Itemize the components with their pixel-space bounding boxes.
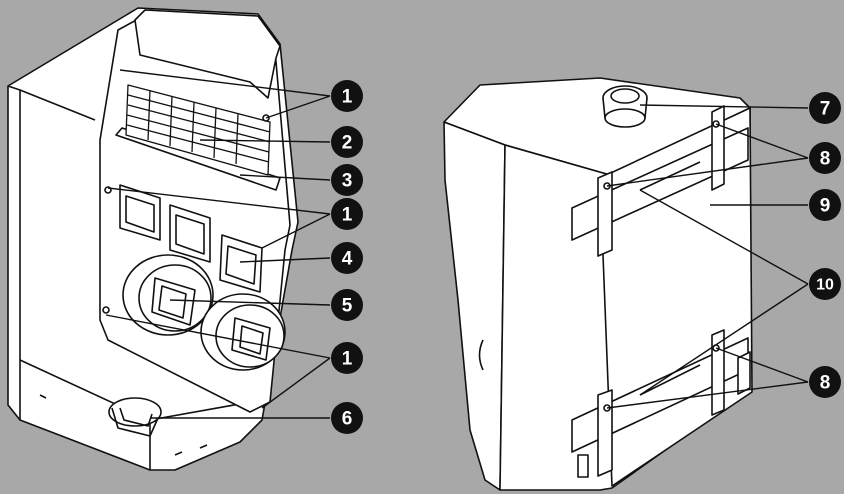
leader-5 [169, 299, 331, 306]
vent-grille [125, 84, 271, 176]
callout-8b: 8 [809, 366, 841, 398]
callout-7-label: 7 [820, 99, 831, 120]
front-enclosure-side-edge [7, 85, 96, 420]
back-slot-upper [639, 161, 701, 191]
callout-5: 5 [331, 289, 363, 321]
rear-enclosure-unit [443, 77, 753, 491]
top-cable-gland [602, 85, 648, 128]
callout-9-label: 9 [820, 196, 831, 217]
socket-left [122, 254, 214, 336]
leader-1a [119, 69, 331, 119]
callout-1c-label: 1 [342, 349, 353, 370]
callout-6: 6 [331, 402, 363, 434]
panel-screw-low [102, 306, 110, 314]
upper-mounting-bracket [571, 105, 749, 257]
rear-left-bump [478, 339, 484, 371]
callout-8a: 8 [809, 142, 841, 174]
callout-4: 4 [331, 242, 363, 274]
callout-8a-label: 8 [820, 149, 831, 170]
leader-8b [606, 347, 809, 409]
callout-1b-label: 1 [342, 205, 353, 226]
leader-2 [199, 139, 331, 143]
bottom-notches [39, 394, 208, 456]
rear-enclosure-left-side [443, 121, 506, 491]
callout-1a-label: 1 [342, 87, 353, 108]
back-slot-lower [639, 364, 701, 396]
callout-8b-label: 8 [820, 373, 831, 394]
callout-3-label: 3 [342, 171, 353, 192]
callout-2-label: 2 [342, 133, 353, 154]
callout-7: 7 [809, 92, 841, 124]
rear-small-window [577, 454, 589, 478]
callout-2: 2 [331, 126, 363, 158]
callout-5-label: 5 [342, 296, 353, 317]
callout-10: 10 [809, 268, 841, 300]
leader-4 [239, 257, 331, 263]
callout-10-label: 10 [816, 277, 834, 294]
leader-1c [105, 314, 331, 409]
callout-1a: 1 [331, 80, 363, 112]
callout-6-label: 6 [342, 409, 353, 430]
leader-10 [639, 189, 809, 396]
front-enclosure-unit [7, 7, 299, 471]
socket-right [200, 293, 286, 371]
leader-8a [606, 123, 809, 187]
leader-7 [639, 104, 809, 109]
callout-3: 3 [331, 164, 363, 196]
rear-right-recess [737, 351, 751, 395]
callout-badges: 1 2 3 1 4 5 1 6 [331, 80, 841, 434]
leader-1b [107, 187, 331, 249]
hinged-cover [134, 9, 281, 99]
callout-1c: 1 [331, 342, 363, 374]
callout-9: 9 [809, 189, 841, 221]
switch-windows [119, 184, 263, 293]
leader-lines [105, 69, 809, 419]
callout-4-label: 4 [342, 249, 353, 270]
bottom-cable-gland [108, 397, 162, 437]
lower-mounting-bracket [571, 329, 749, 477]
leader-3 [239, 174, 331, 181]
callout-1b: 1 [331, 198, 363, 230]
